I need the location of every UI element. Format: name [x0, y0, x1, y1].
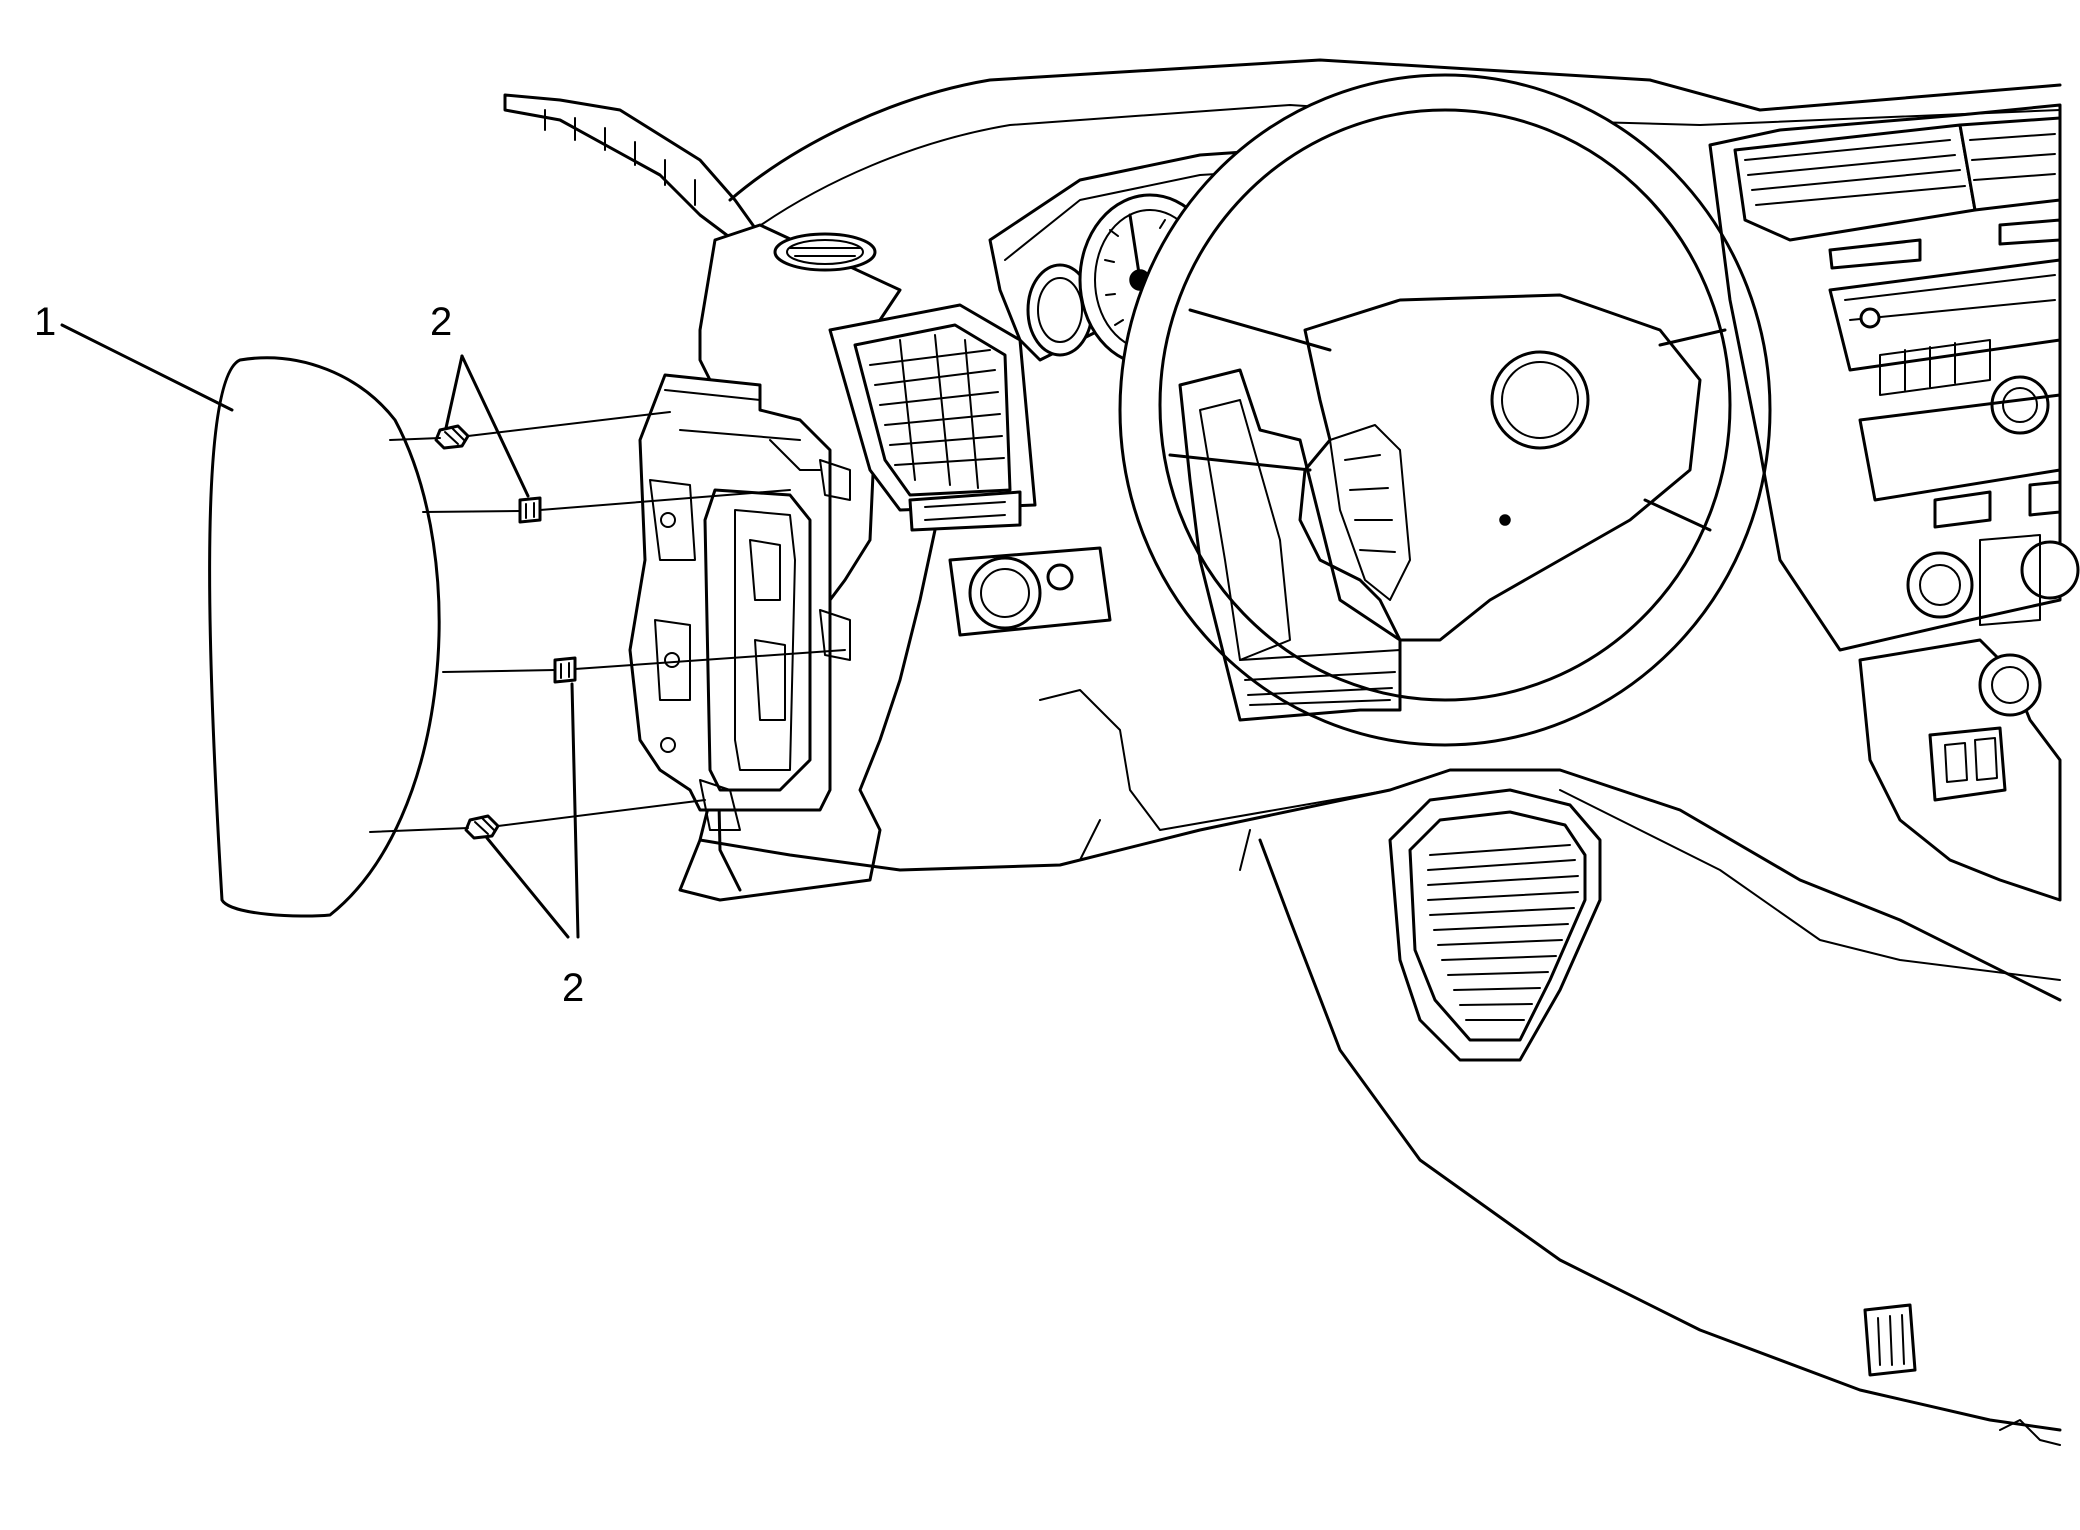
left-air-outlet	[828, 303, 1037, 512]
fuse-access-vent	[1863, 1303, 1917, 1377]
knee-airbag-module	[208, 356, 441, 918]
lower-dash-seam	[1039, 689, 1391, 831]
retainer-clip-lower-2	[464, 814, 500, 840]
lower-center-console	[1858, 638, 2062, 902]
kick-panel-line	[1559, 789, 2061, 981]
center-stack-audio	[1708, 103, 2080, 652]
side-defrost-vent	[773, 232, 877, 272]
dash-corner	[1999, 1419, 2061, 1446]
windshield-edge	[728, 58, 2062, 202]
assembly-guide-lines	[369, 411, 846, 833]
lower-trim-panel	[1258, 838, 2062, 1432]
windshield-pillar-trim	[503, 93, 762, 247]
callout-label-2-upper: 2	[430, 300, 453, 344]
lower-dash-edge	[698, 768, 2062, 1002]
retainer-clip-upper-1	[434, 424, 470, 450]
callout-label-2-lower: 2	[562, 966, 585, 1010]
center-floor-vent	[1388, 788, 1602, 1062]
knee-bolster-line	[1079, 819, 1251, 871]
airbag-mounting-bracket	[628, 373, 851, 831]
dash-top-edge	[739, 104, 2061, 241]
steering-wheel	[1118, 73, 1772, 747]
leader-lines	[60, 323, 580, 939]
retainer-clip-lower-1	[553, 656, 577, 684]
callout-label-1: 1	[34, 300, 57, 344]
retainer-clip-upper-2	[518, 496, 542, 524]
steering-column-cover	[1178, 368, 1402, 722]
headlamp-switch-panel	[908, 490, 1112, 637]
